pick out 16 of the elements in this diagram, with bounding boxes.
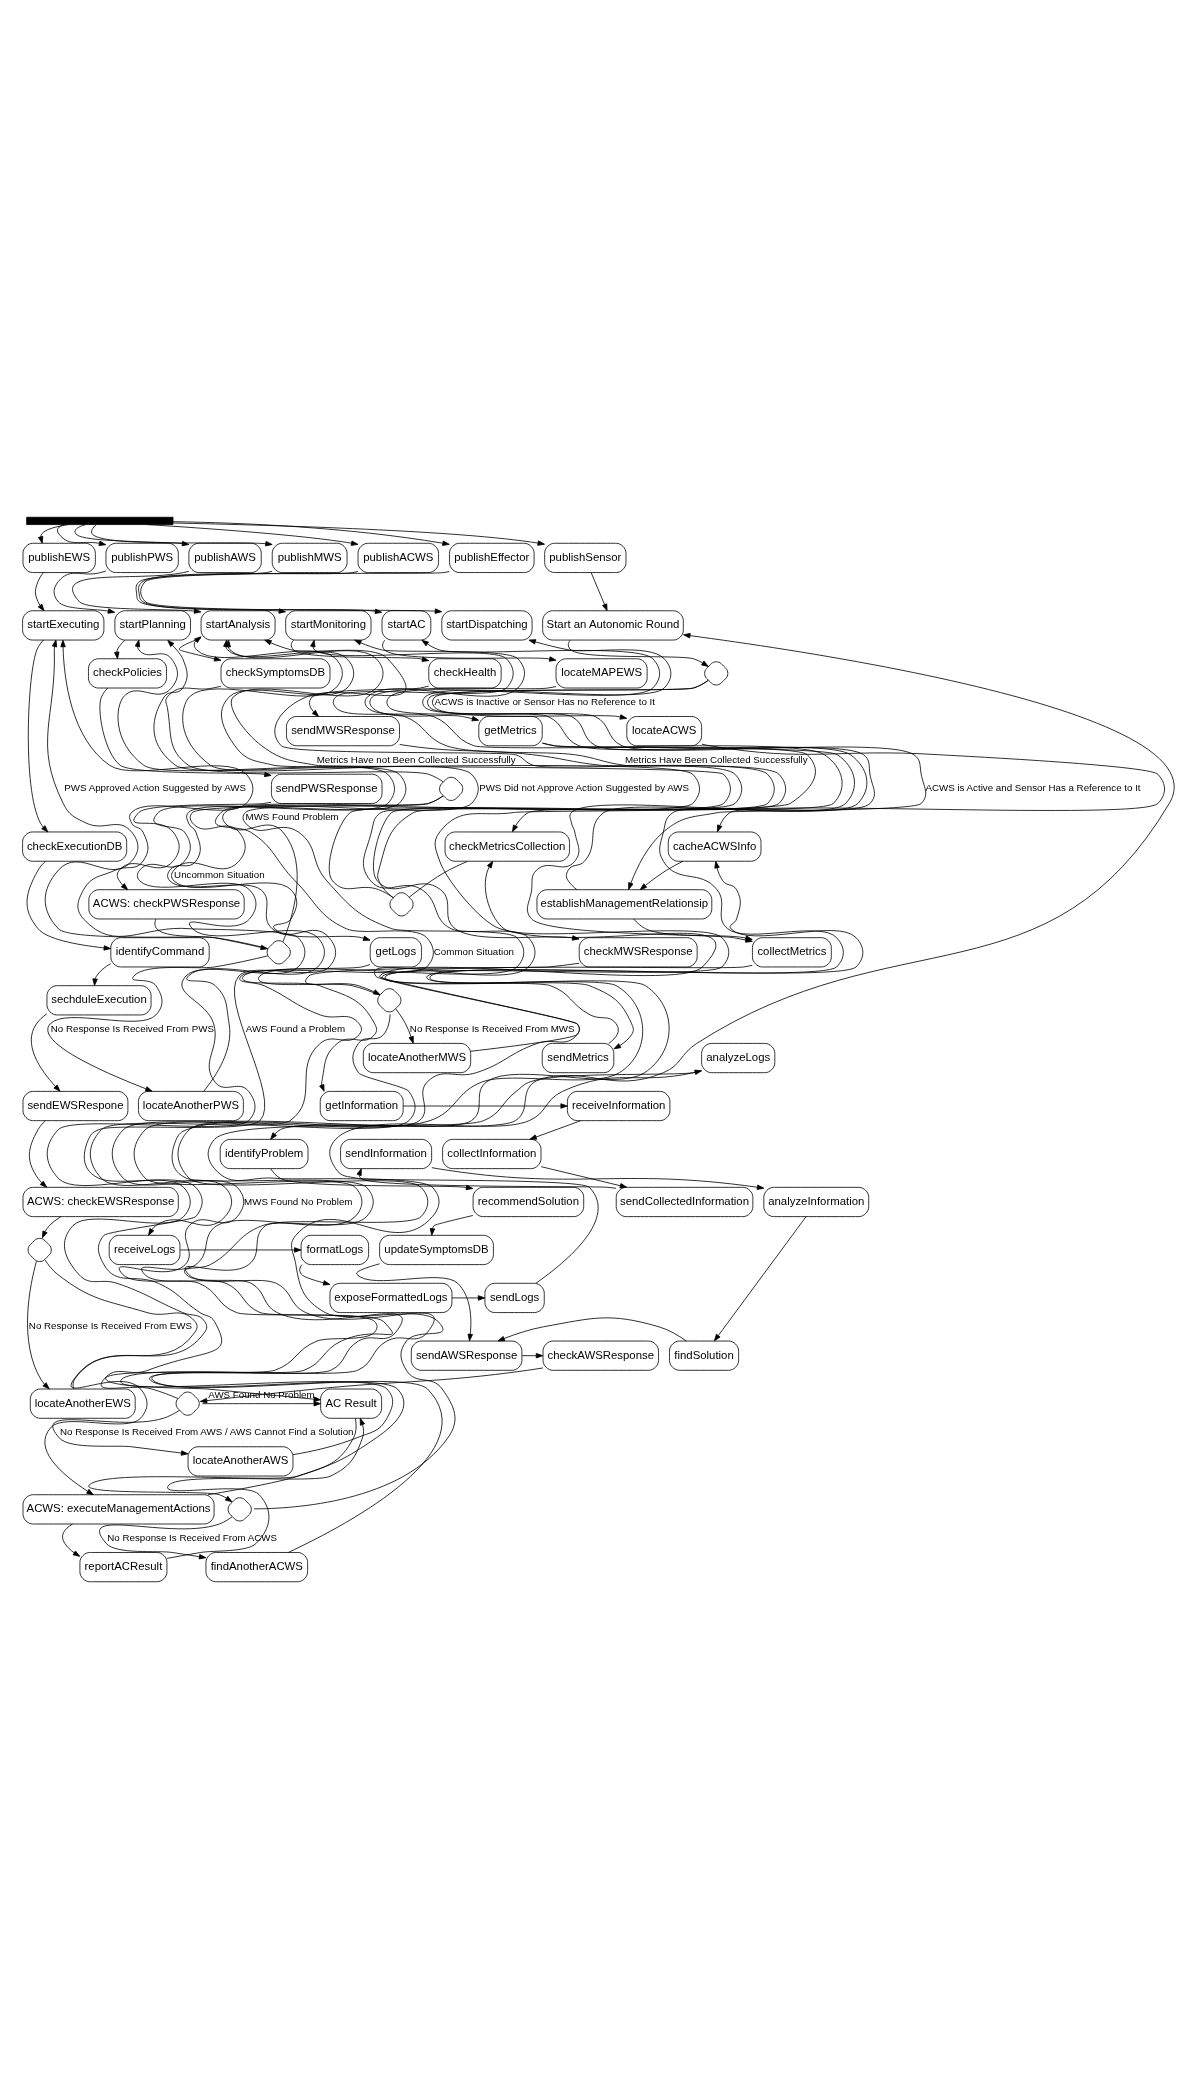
edge-label: No Response Is Received From ACWS bbox=[107, 1531, 277, 1543]
edge-label: No Response Is Received From AWS / AWS Cannot Find a Solution bbox=[60, 1425, 354, 1437]
edge-label: AWS Found a Problem bbox=[245, 1022, 346, 1034]
edge-label: PWS Approved Action Suggested by AWS bbox=[64, 781, 247, 793]
edge-label: PWS Did not Approve Action Suggested by AWS bbox=[479, 781, 690, 793]
edge-label: MWS Found Problem bbox=[245, 810, 339, 822]
edge-label: No Response Is Received From MWS bbox=[409, 1022, 575, 1034]
edge-label: MWS Found No Problem bbox=[244, 1195, 353, 1206]
edge-label: Uncommon Situation bbox=[174, 868, 265, 880]
edge-label: No Response Is Received From EWS bbox=[28, 1319, 192, 1331]
edge-label: No Response Is Received From PWS bbox=[50, 1022, 214, 1034]
edge-label: Metrics Have Been Collected Successfully bbox=[624, 753, 808, 765]
edge-label: Metrics Have not Been Collected Successfully bbox=[316, 753, 516, 765]
edge-label: Common Situation bbox=[433, 945, 515, 957]
edge-label: ACWS is Active and Sensor Has a Reference to It bbox=[925, 781, 1141, 793]
edge-label: ACWS is Inactive or Sensor Has no Reference to It bbox=[434, 695, 655, 707]
